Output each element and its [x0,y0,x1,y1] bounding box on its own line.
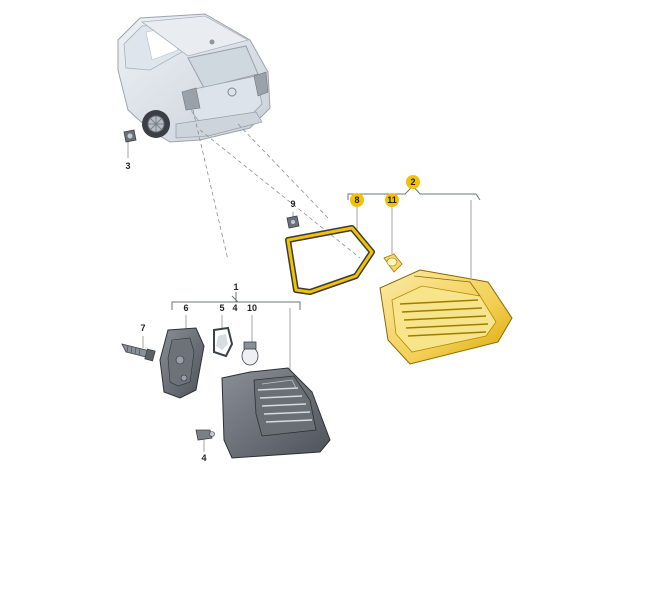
part-10-bulb [241,341,259,366]
part-4-screw [195,429,215,441]
svg-text:3: 3 [125,161,130,171]
svg-text:4: 4 [201,453,206,463]
callout-7[interactable]: 7 [140,323,145,333]
part-2-inner-tail-lamp [379,269,513,365]
assembly-2-bracket [347,185,481,201]
callout-1[interactable]: 1 [233,282,238,292]
vehicle-rear-view [117,13,271,143]
part-7-screw [121,343,156,362]
part-1-outer-tail-lamp [221,367,331,459]
callout-2[interactable]: 2 [406,175,420,189]
leader-lines [127,109,472,452]
part-11-bulb [383,253,403,273]
svg-text:2: 2 [410,177,415,187]
callout-8[interactable]: 8 [350,193,364,207]
svg-text:9: 9 [290,199,295,209]
callout-4-top[interactable]: 4 [232,303,237,313]
svg-text:5: 5 [219,303,224,313]
svg-text:11: 11 [387,195,397,205]
part-6-bulb-holder [159,327,205,399]
part-5-seal [213,326,234,358]
svg-text:7: 7 [140,323,145,333]
assembly-1-bracket [171,292,301,310]
callout-11[interactable]: 11 [385,193,399,207]
part-3-clip [123,129,137,143]
part-9-clip [286,215,300,229]
callout-3[interactable]: 3 [125,161,130,171]
svg-text:4: 4 [232,303,237,313]
svg-text:6: 6 [183,303,188,313]
callout-6[interactable]: 6 [183,303,188,313]
callout-9[interactable]: 9 [290,199,295,209]
callout-10[interactable]: 10 [247,303,257,313]
svg-text:10: 10 [247,303,257,313]
callout-5[interactable]: 5 [219,303,224,313]
part-8-gasket [285,225,375,295]
svg-text:8: 8 [354,195,359,205]
svg-text:1: 1 [233,282,238,292]
callout-4-bottom[interactable]: 4 [201,453,206,463]
